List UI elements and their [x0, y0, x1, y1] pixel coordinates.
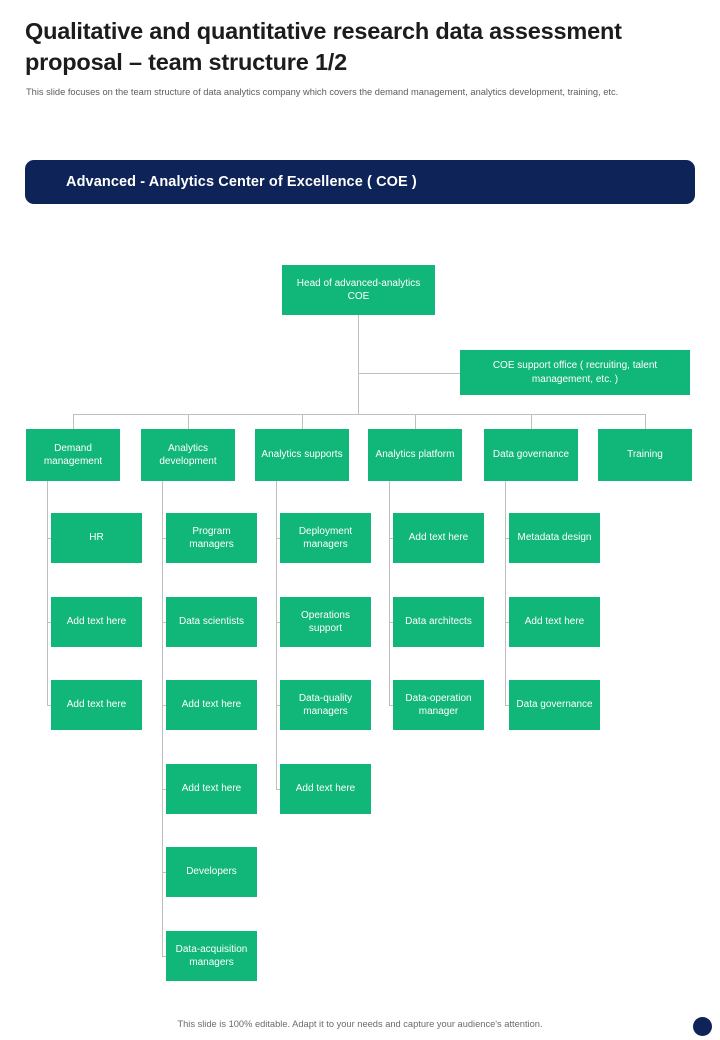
node-demand-management-add-text-here-2[interactable]: Add text here	[51, 680, 142, 730]
node-analytics-development-add-text-here-2-label: Add text here	[181, 699, 242, 711]
node-dept-training-label: Training	[627, 449, 663, 461]
node-dept-demand-management[interactable]: Demand management	[26, 429, 120, 481]
node-dept-data-governance-label: Data governance	[492, 449, 570, 461]
node-data-governance-data-governance-2-label: Data governance	[516, 699, 593, 711]
node-analytics-platform-data-operation-manager-2-label: Data-operation manager	[405, 692, 472, 718]
node-dept-training[interactable]: Training	[598, 429, 692, 481]
node-analytics-supports-data-quality-managers-2-label: Data-quality managers	[298, 692, 353, 718]
node-analytics-development-developers-4[interactable]: Developers	[166, 847, 257, 897]
node-dept-demand-management-label: Demand management	[43, 442, 103, 468]
node-analytics-platform-add-text-here-0[interactable]: Add text here	[393, 513, 484, 563]
connector-leaf-elbow	[389, 622, 393, 623]
node-analytics-supports-add-text-here-3[interactable]: Add text here	[280, 764, 371, 814]
connector-dept-spine	[505, 481, 506, 705]
node-analytics-supports-operations-support-1-label: Operations support	[301, 609, 350, 635]
node-dept-analytics-development-label: Analytics development	[159, 442, 217, 468]
node-analytics-development-data-acquisition-managers-5-label: Data-acquisition managers	[175, 943, 248, 969]
connector-leaf-elbow	[162, 789, 166, 790]
node-demand-management-add-text-here-1-label: Add text here	[66, 616, 127, 628]
node-analytics-supports-operations-support-1[interactable]: Operations support	[280, 597, 371, 647]
node-head-of-advanced-analytics-coe[interactable]: Head of advanced-analytics COE	[282, 265, 435, 315]
connector-dept-drop	[415, 414, 416, 429]
node-analytics-supports-add-text-here-3-label: Add text here	[295, 783, 356, 795]
connector-leaf-elbow	[47, 538, 51, 539]
connector-department-bus	[73, 414, 645, 415]
connector-dept-drop	[188, 414, 189, 429]
connector-leaf-elbow	[162, 872, 166, 873]
connector-dept-drop	[531, 414, 532, 429]
connector-dept-spine	[162, 481, 163, 956]
connector-support-branch	[358, 373, 460, 374]
node-analytics-supports-data-quality-managers-2[interactable]: Data-quality managers	[280, 680, 371, 730]
page-subtitle: This slide focuses on the team structure…	[26, 87, 619, 97]
connector-leaf-elbow	[505, 705, 509, 706]
node-analytics-platform-data-architects-1[interactable]: Data architects	[393, 597, 484, 647]
connector-leaf-elbow	[276, 789, 280, 790]
node-dept-analytics-development[interactable]: Analytics development	[141, 429, 235, 481]
connector-dept-spine	[276, 481, 277, 789]
node-dept-analytics-supports[interactable]: Analytics supports	[255, 429, 349, 481]
connector-dept-spine	[389, 481, 390, 705]
node-analytics-platform-add-text-here-0-label: Add text here	[408, 532, 469, 544]
node-analytics-supports-deployment-managers-0[interactable]: Deployment managers	[280, 513, 371, 563]
connector-dept-spine	[47, 481, 48, 705]
connector-leaf-elbow	[47, 622, 51, 623]
connector-leaf-elbow	[276, 622, 280, 623]
node-data-governance-add-text-here-1[interactable]: Add text here	[509, 597, 600, 647]
node-coe-support-office-label: COE support office ( recruiting, talent …	[492, 360, 658, 385]
connector-dept-drop	[73, 414, 74, 429]
node-dept-analytics-platform-label: Analytics platform	[375, 449, 455, 461]
connector-leaf-elbow	[162, 538, 166, 539]
node-analytics-platform-data-operation-manager-2[interactable]: Data-operation manager	[393, 680, 484, 730]
connector-dept-drop	[645, 414, 646, 429]
node-analytics-development-developers-4-label: Developers	[186, 866, 237, 878]
node-dept-data-governance[interactable]: Data governance	[484, 429, 578, 481]
node-analytics-development-data-acquisition-managers-5[interactable]: Data-acquisition managers	[166, 931, 257, 981]
node-data-governance-add-text-here-1-label: Add text here	[524, 616, 585, 628]
node-data-governance-metadata-design-0-label: Metadata design	[517, 532, 592, 544]
node-data-governance-metadata-design-0[interactable]: Metadata design	[509, 513, 600, 563]
connector-leaf-elbow	[47, 705, 51, 706]
connector-dept-drop	[302, 414, 303, 429]
node-coe-support-office[interactable]: COE support office ( recruiting, talent …	[460, 350, 690, 395]
node-analytics-development-add-text-here-3[interactable]: Add text here	[166, 764, 257, 814]
node-dept-analytics-platform[interactable]: Analytics platform	[368, 429, 462, 481]
connector-leaf-elbow	[505, 622, 509, 623]
connector-leaf-elbow	[389, 705, 393, 706]
footer-note: This slide is 100% editable. Adapt it to…	[177, 1019, 543, 1029]
node-analytics-development-program-managers-0[interactable]: Program managers	[166, 513, 257, 563]
node-analytics-development-program-managers-0-label: Program managers	[189, 525, 234, 551]
node-analytics-development-data-scientists-1-label: Data scientists	[178, 616, 245, 628]
node-analytics-supports-deployment-managers-0-label: Deployment managers	[298, 525, 353, 551]
connector-leaf-elbow	[162, 705, 166, 706]
node-data-governance-data-governance-2[interactable]: Data governance	[509, 680, 600, 730]
node-demand-management-hr-0-label: HR	[89, 532, 104, 544]
node-demand-management-hr-0[interactable]: HR	[51, 513, 142, 563]
node-analytics-platform-data-architects-1-label: Data architects	[405, 616, 472, 628]
connector-leaf-elbow	[162, 956, 166, 957]
node-demand-management-add-text-here-1[interactable]: Add text here	[51, 597, 142, 647]
footer-dot-decoration	[693, 1017, 712, 1036]
node-head-of-advanced-analytics-coe-label: Head of advanced-analytics COE	[296, 277, 421, 303]
node-analytics-development-data-scientists-1[interactable]: Data scientists	[166, 597, 257, 647]
section-banner: Advanced - Analytics Center of Excellenc…	[25, 160, 695, 204]
node-demand-management-add-text-here-2-label: Add text here	[66, 699, 127, 711]
connector-leaf-elbow	[389, 538, 393, 539]
connector-leaf-elbow	[276, 705, 280, 706]
node-analytics-development-add-text-here-2[interactable]: Add text here	[166, 680, 257, 730]
connector-leaf-elbow	[276, 538, 280, 539]
connector-leaf-elbow	[505, 538, 509, 539]
section-banner-label: Advanced - Analytics Center of Excellenc…	[66, 174, 417, 190]
connector-leaf-elbow	[162, 622, 166, 623]
node-dept-analytics-supports-label: Analytics supports	[261, 449, 343, 461]
page-title: Qualitative and quantitative research da…	[25, 18, 622, 76]
node-analytics-development-add-text-here-3-label: Add text here	[181, 783, 242, 795]
connector-root-trunk	[358, 315, 359, 414]
